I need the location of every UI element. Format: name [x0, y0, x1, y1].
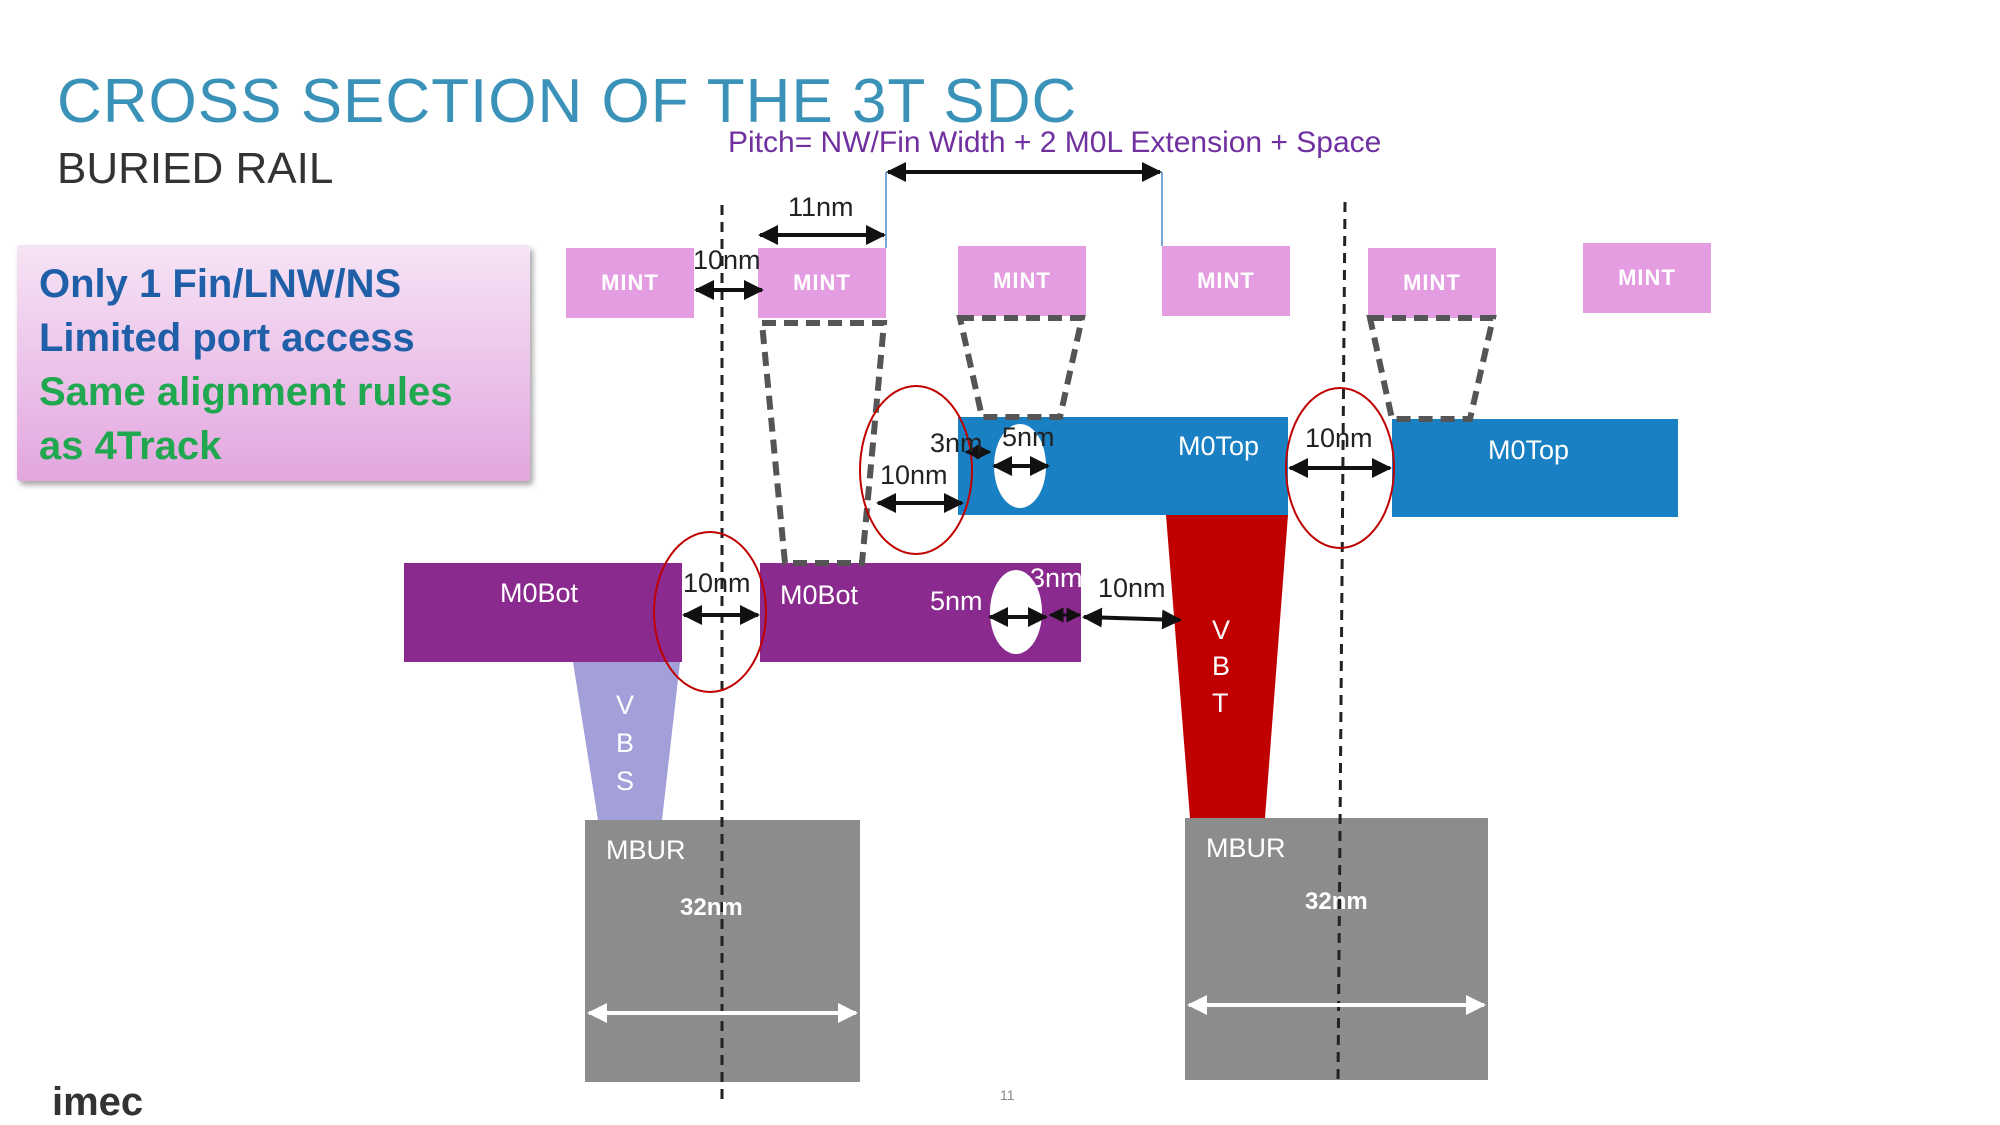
- mbur-right-label: MBUR: [1206, 833, 1286, 863]
- dim-label-3nm-top: 3nm: [930, 428, 983, 458]
- centerline-right: [1336, 201, 1347, 1081]
- slide-title: CROSS SECTION OF THE 3T SDC: [57, 67, 1078, 136]
- m0bot-left-label: M0Bot: [500, 578, 579, 608]
- contact-trapezoid-left: [758, 320, 888, 566]
- pitch-annotation: Pitch= NW/Fin Width + 2 M0L Extension + …: [728, 126, 1382, 159]
- mbur-left-width: 32nm: [680, 894, 743, 921]
- dim-label-5nm-bot: 5nm: [930, 586, 983, 616]
- contact-trapezoid-right: [1366, 315, 1497, 422]
- dim-label-3nm-bot: 3nm: [1030, 563, 1083, 593]
- vbt-letter-t: T: [1212, 688, 1229, 718]
- dim-label-10nm-mint: 10nm: [693, 245, 761, 275]
- mbur-right-width: 32nm: [1305, 888, 1368, 915]
- mint-pad-5: MINT: [1368, 248, 1496, 318]
- mbur-right: [1185, 818, 1488, 1080]
- m0bot-right-label: M0Bot: [780, 580, 859, 610]
- highlight-circle-3: [653, 531, 767, 693]
- mint-pad-4: MINT: [1162, 246, 1290, 316]
- vbt-letter-b: B: [1212, 651, 1231, 681]
- vbs-via: [573, 662, 680, 820]
- mbur-left-label: MBUR: [606, 835, 686, 865]
- mint-pad-6: MINT: [1583, 243, 1711, 313]
- dim-label-10nm-top-gap: 10nm: [1305, 423, 1373, 453]
- contact-trapezoid-mid: [956, 315, 1086, 420]
- m0top-right-label: M0Top: [1488, 435, 1570, 465]
- highlight-circle-2: [1285, 387, 1395, 549]
- slide-subtitle: BURIED RAIL: [57, 144, 334, 193]
- callout-line-3: Same alignment rules: [39, 370, 453, 414]
- vbs-letter-s: S: [616, 766, 635, 796]
- mint-pad-1: MINT: [566, 248, 694, 318]
- m0top-right: [1392, 419, 1678, 517]
- dim-label-10nm-bot-right: 10nm: [1098, 573, 1166, 603]
- dim-arrow-10nm-bot-right: [1082, 607, 1182, 630]
- callout-line-4: as 4Track: [39, 424, 222, 468]
- mint-pad-3: MINT: [958, 246, 1086, 316]
- m0bot-left: [404, 563, 682, 662]
- imec-logo: imec: [52, 1080, 144, 1124]
- dim-label-5nm-top: 5nm: [1002, 422, 1055, 452]
- callout-line-1: Only 1 Fin/LNW/NS: [39, 262, 402, 306]
- mint-pad-2: MINT: [758, 248, 886, 318]
- callout-box: Only 1 Fin/LNW/NS Limited port access Sa…: [17, 245, 530, 481]
- dim-label-10nm-left-top: 10nm: [880, 460, 948, 490]
- dim-label-10nm-bot-gap: 10nm: [683, 568, 751, 598]
- vbs-letter-b: B: [616, 728, 635, 758]
- vbs-letter-v: V: [616, 690, 635, 720]
- vbt-via: [1166, 515, 1288, 818]
- m0top-left-label: M0Top: [1178, 431, 1260, 461]
- callout-line-2: Limited port access: [39, 316, 415, 360]
- page-number: 11: [1000, 1087, 1015, 1103]
- vbt-letter-v: V: [1212, 615, 1231, 645]
- dim-label-11nm: 11nm: [788, 192, 854, 222]
- highlight-circle-1: [859, 385, 973, 555]
